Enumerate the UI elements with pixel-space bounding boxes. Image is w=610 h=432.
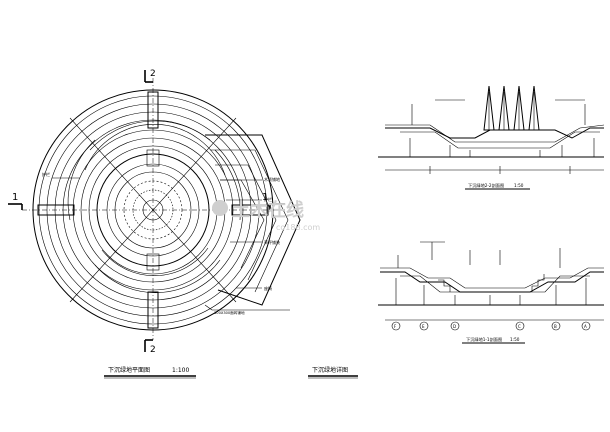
plan-centerlines xyxy=(22,78,285,340)
section-marker-2-top: 2 xyxy=(144,69,156,83)
section-2-2-scale: 1:50 xyxy=(514,183,524,188)
axis-label-f: F xyxy=(394,324,397,329)
plan-scale: 1:100 xyxy=(172,367,189,374)
svg-text:2: 2 xyxy=(150,345,156,355)
section-1-1-columns xyxy=(395,278,587,305)
section-marker-1-left: 1 xyxy=(8,192,23,210)
watermark-sub: co188.com xyxy=(276,223,320,232)
section-2-2-spires xyxy=(483,85,540,131)
axis-label-d: D xyxy=(453,324,456,329)
detail-title: 下沉绿地详图 xyxy=(312,366,348,374)
axis-label-b: B xyxy=(554,324,557,329)
section-marker-2-bottom: 2 xyxy=(144,339,156,355)
svg-text:1: 1 xyxy=(12,192,18,203)
plan-note-guardrail-right: 护栏 xyxy=(264,196,272,202)
section-1-1: F E D C B A 下沉绿地1-1剖面图 1:50 xyxy=(378,241,604,344)
plan-note-seat: 座椅 xyxy=(264,285,272,291)
section-marker-1-right: 1 xyxy=(262,192,285,210)
section-2-2-title: 下沉绿地2-2剖面图 xyxy=(468,182,504,189)
plan-note-guardrail-left: 护栏 xyxy=(42,171,50,177)
section-1-1-title: 下沉绿地1-1剖面图 xyxy=(466,336,502,343)
plan-note-lawn: 草坪铺装 xyxy=(264,239,280,245)
plan-stair-arcs xyxy=(67,120,241,293)
svg-text:2: 2 xyxy=(150,69,156,79)
plan-view: 护栏 木质铺地 护栏 草坪铺装 座椅 300X300面砖铺地 2 2 1 1 下… xyxy=(8,69,301,379)
plan-leaders xyxy=(52,177,290,311)
axis-label-a: A xyxy=(584,324,587,329)
axis-label-e: E xyxy=(422,324,425,329)
svg-text:1: 1 xyxy=(262,192,268,203)
section-1-1-axis-bubbles: F E D C B A xyxy=(391,321,591,331)
plan-note-wood-deck: 木质铺地 xyxy=(264,176,280,182)
plan-benches xyxy=(37,91,269,329)
section-1-1-scale: 1:50 xyxy=(510,337,520,342)
watermark-main: 土木在线 xyxy=(232,199,304,221)
watermark: 土木在线 co188.com xyxy=(212,199,320,232)
axis-label-c: C xyxy=(518,324,521,329)
section-2-2-columns xyxy=(409,138,595,157)
plan-title: 下沉绿地平面图 xyxy=(108,366,150,374)
plan-note-tile: 300X300面砖铺地 xyxy=(214,310,245,315)
section-2-2: 下沉绿地2-2剖面图 1:50 xyxy=(378,85,605,190)
